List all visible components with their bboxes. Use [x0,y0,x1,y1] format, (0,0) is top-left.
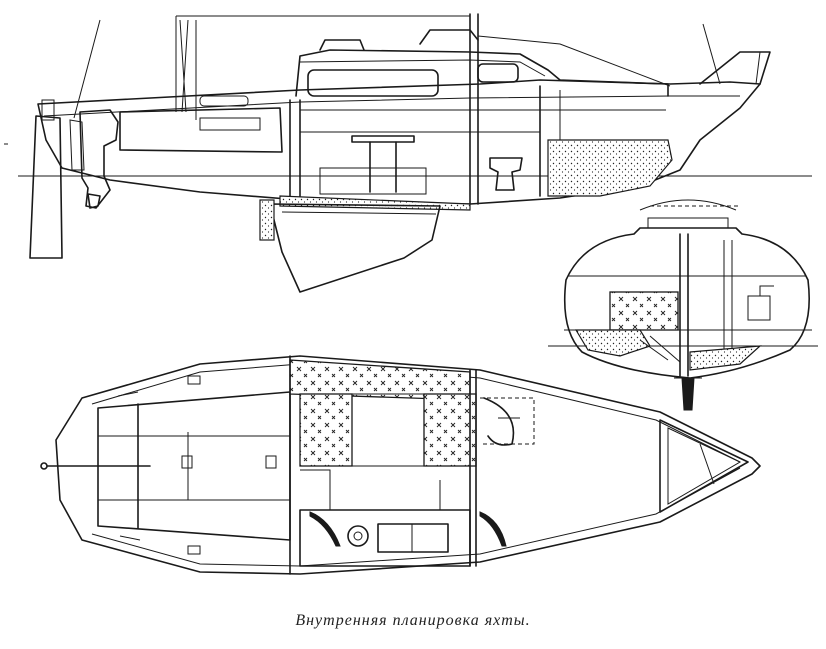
stern-locker [199,95,249,107]
cross-section-keel [681,377,695,411]
outboard-motor [79,109,119,209]
galley-stove [377,523,449,553]
cross-section-hull [563,227,810,379]
ballast-area [547,139,673,197]
forestay-line [477,35,671,87]
cabin-window [477,63,519,83]
galley-sink [347,525,369,547]
side-section-view [4,13,812,293]
dinette-table [351,135,415,143]
keel [269,203,441,293]
toilet [489,157,523,191]
cabin-window [307,69,439,97]
galley-counter [299,509,471,567]
figure-caption: Внутренняя планировка яхты. [295,612,531,629]
dinette-seat [319,167,427,195]
dinette-cushion-starboard [423,393,477,467]
foredeck [659,419,749,513]
bow-leader-line [702,23,721,85]
stern-leader-line [73,19,101,119]
midship-cross-section-view [548,199,818,411]
rudder [29,115,63,259]
deck-plan-view [40,355,761,575]
dinette-cushion-port [299,393,353,467]
cleat [187,545,201,555]
cleat [187,375,201,385]
cabin-top [295,49,669,97]
settee-cushion [609,291,679,331]
plan-hull-outline [55,355,761,575]
